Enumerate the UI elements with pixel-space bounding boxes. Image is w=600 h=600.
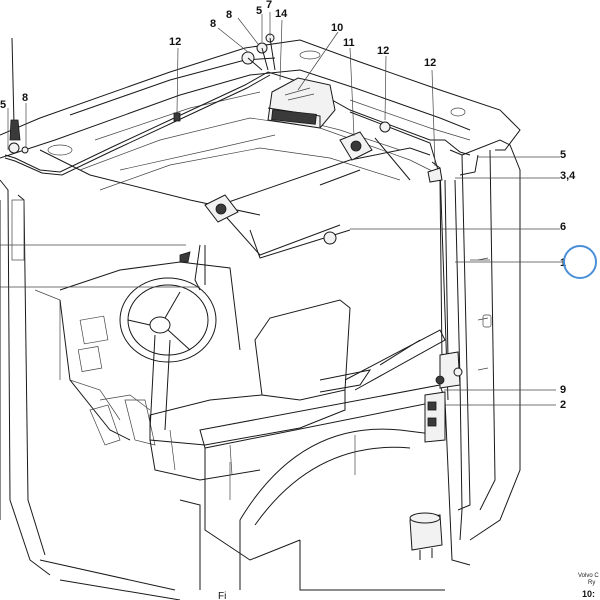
callout-2: 2	[560, 399, 566, 411]
footer: Volvo C Ry 10: Fi	[218, 573, 599, 600]
top-connectors	[241, 33, 276, 71]
wiper-motor-unit	[344, 329, 463, 443]
left-frame	[0, 179, 61, 576]
callout-12-a: 12	[169, 36, 181, 48]
highlight-circle[interactable]	[563, 245, 597, 279]
callout-12-b: 12	[377, 45, 389, 57]
wiring-harness	[4, 71, 479, 541]
footer-line-3: 10:	[582, 589, 595, 599]
pedals	[89, 399, 156, 446]
steering-wheel	[119, 277, 217, 431]
dash-connector	[179, 231, 337, 263]
callout-7: 7	[266, 0, 272, 11]
antenna	[8, 37, 29, 154]
footer-line-2: Ry	[588, 580, 595, 586]
roof-speakers	[204, 131, 373, 223]
operator-seat	[149, 299, 372, 481]
callout-5-top: 5	[256, 5, 262, 17]
callout-6: 6	[560, 221, 566, 233]
leader-lines	[0, 12, 565, 406]
callout-8-top-b: 8	[226, 9, 232, 21]
callout-14: 14	[275, 8, 288, 20]
bottom-caption: Fi	[218, 591, 226, 600]
callout-8-left: 8	[22, 92, 28, 104]
rear-lower-component	[409, 512, 443, 560]
rear-body	[39, 384, 471, 600]
callout-9: 9	[560, 384, 566, 396]
cab-roof	[0, 39, 521, 216]
callout-5-left: 5	[0, 99, 6, 111]
cable-clips	[173, 112, 443, 183]
callout-5-right: 5	[560, 149, 566, 161]
callout-3-4: 3,4	[560, 170, 576, 182]
footer-line-1: Volvo C	[578, 573, 599, 579]
callout-10: 10	[331, 22, 343, 34]
radio-unit	[267, 77, 336, 129]
callout-11: 11	[343, 37, 355, 49]
callout-labels: 7 8 8 5 14 10 11 12 12 12 5 8 5 3,4 6 1 …	[0, 0, 576, 411]
callout-12-c: 12	[424, 57, 436, 69]
callout-8-top: 8	[210, 18, 216, 30]
